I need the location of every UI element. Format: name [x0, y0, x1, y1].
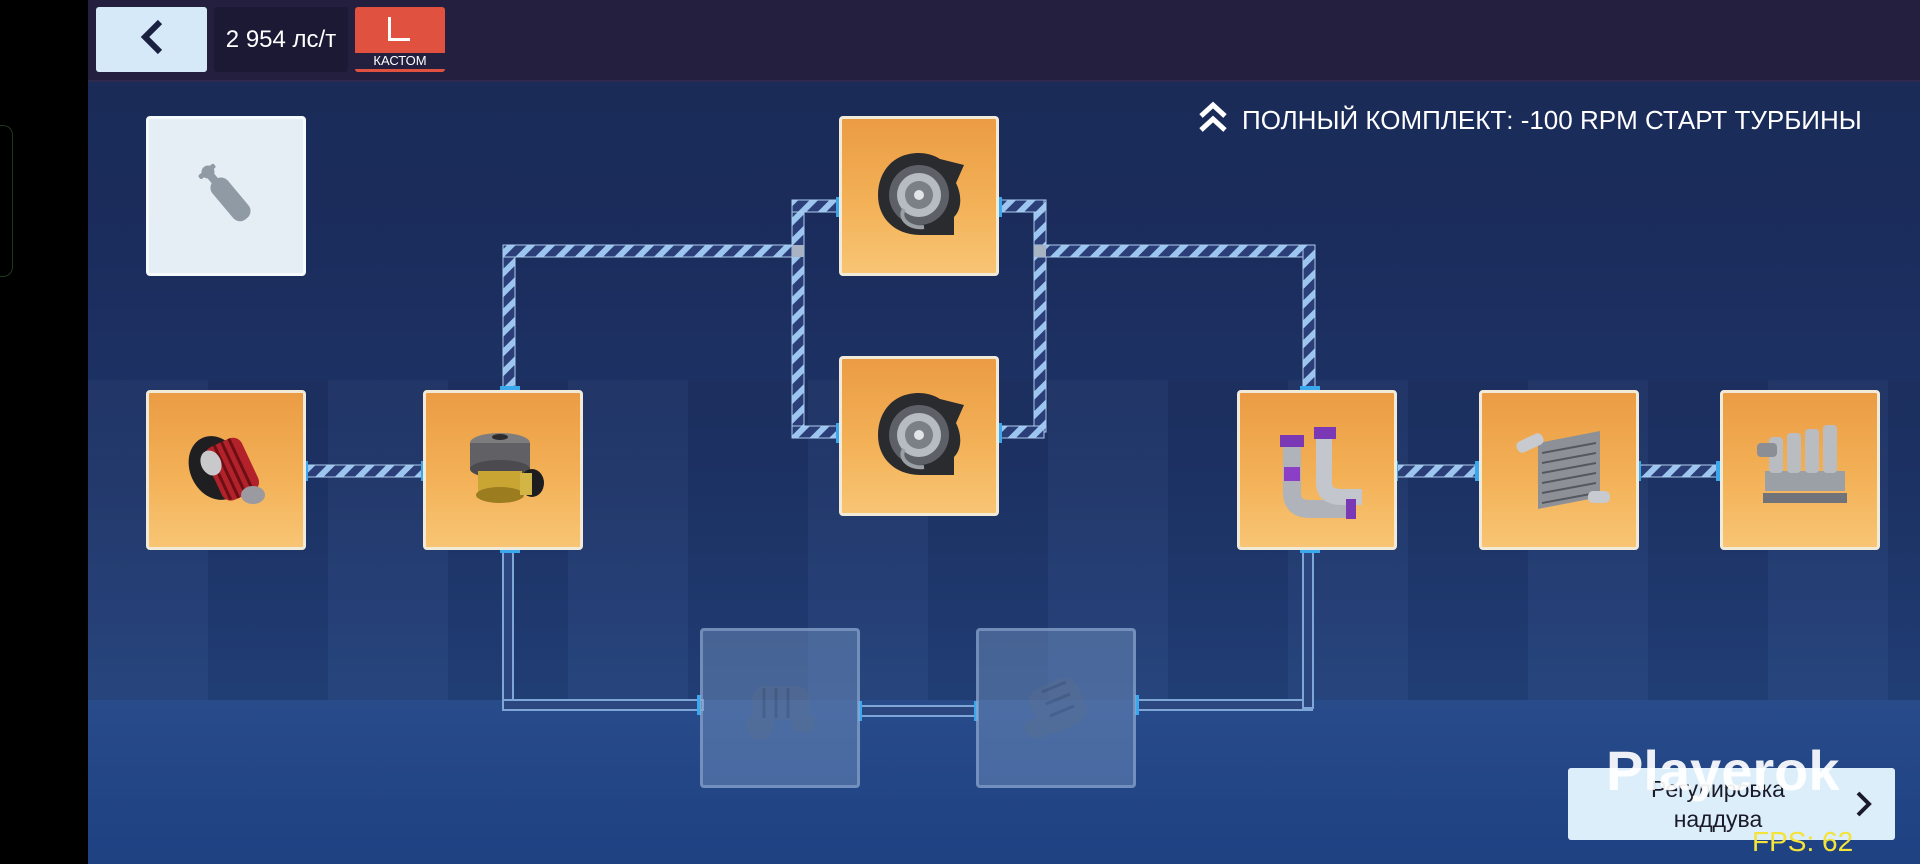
turbocharger-icon	[864, 379, 974, 494]
pipe-filter-bov	[304, 464, 426, 478]
joint-cooler-right	[1637, 461, 1641, 481]
blow-off-valve-icon	[448, 413, 558, 528]
back-button[interactable]	[96, 7, 207, 72]
pipe-right-down	[1302, 244, 1316, 391]
power-to-weight: 2 954 лс/т	[214, 7, 348, 72]
pipe-bottom-left-down	[502, 547, 514, 709]
pipe-split-right-top	[997, 199, 1045, 213]
set-bonus-text: ПОЛНЫЙ КОМПЛЕКТ: -100 RPM СТАРТ ТУРБИНЫ	[1242, 104, 1862, 135]
pipe-split-left-bottom	[791, 425, 843, 439]
double-chevron-up-icon	[1198, 101, 1228, 140]
intake-pipe-icon	[1262, 413, 1372, 528]
joint-intake-top	[1300, 386, 1320, 391]
pipe-top-left	[502, 244, 794, 258]
supercharger-icon	[730, 656, 830, 761]
joint-turbo1-left	[836, 197, 840, 217]
pipe-bottom-right-down	[1302, 547, 1314, 709]
pipe-split-left-top	[791, 199, 843, 213]
chevron-right-icon	[1855, 790, 1873, 823]
joint-filter	[304, 461, 308, 481]
intercooler-icon	[1504, 413, 1614, 528]
pipe-cooler-manifold	[1636, 464, 1720, 478]
part-slot-supercharger-2[interactable]	[976, 628, 1136, 788]
nitrous-bottle-icon	[186, 154, 266, 239]
custom-label: КАСТОМ	[355, 53, 445, 69]
supercharger-icon	[1006, 656, 1106, 761]
joint-turbo2-left	[836, 423, 840, 443]
chevron-left-icon	[140, 19, 164, 60]
pipe-bottom-left	[502, 699, 704, 711]
joint-turbo1-right	[998, 197, 1002, 217]
pipe-bottom-mid	[859, 705, 977, 717]
power-unit: лс/т	[292, 25, 337, 53]
watermark: Playerok	[1606, 739, 1840, 802]
custom-icon	[388, 17, 410, 41]
part-slot-intake-manifold[interactable]	[1720, 390, 1880, 550]
pipe-split-left	[791, 199, 805, 433]
part-slot-nitrous[interactable]	[146, 116, 306, 276]
joint-sc1-right	[858, 701, 862, 721]
custom-badge[interactable]: КАСТОМ	[355, 7, 445, 72]
pipe-split-right-bottom	[997, 425, 1045, 439]
turbocharger-icon	[864, 139, 974, 254]
joint-bov-bottom	[500, 548, 520, 553]
boost-adjust-label: Регулировка наддува	[1608, 774, 1828, 834]
left-black-bar	[0, 0, 88, 864]
boost-adjust-button[interactable]: Регулировка наддува	[1568, 768, 1895, 840]
air-filter-icon	[171, 413, 281, 528]
part-slot-turbocharger-1[interactable]	[839, 116, 999, 276]
part-slot-intercooler[interactable]	[1479, 390, 1639, 550]
part-slot-intake-pipe[interactable]	[1237, 390, 1397, 550]
joint-sc2-right	[1135, 695, 1139, 715]
joint-intake-bottom	[1300, 548, 1320, 553]
power-value: 2 954	[225, 25, 286, 53]
joint-manifold-left	[1716, 461, 1720, 481]
intake-manifold-icon	[1745, 413, 1855, 528]
part-slot-supercharger-1[interactable]	[700, 628, 860, 788]
pipe-top-right	[1033, 244, 1315, 258]
part-slot-air-filter[interactable]	[146, 390, 306, 550]
joint-sc1-left	[697, 695, 701, 715]
pipe-split-right	[1033, 199, 1047, 433]
boost-adjust-line1: Регулировка	[1651, 776, 1785, 802]
part-slot-blow-off-valve[interactable]	[423, 390, 583, 550]
joint-turbo2-right	[998, 423, 1002, 443]
set-bonus: ПОЛНЫЙ КОМПЛЕКТ: -100 RPM СТАРТ ТУРБИНЫ	[1198, 100, 1862, 140]
pipe-bottom-right	[1135, 699, 1313, 711]
pipe-intake-cooler	[1394, 464, 1478, 478]
pipe-bov-up	[502, 244, 516, 391]
joint-bov-top	[500, 386, 520, 391]
joint-cooler-left	[1475, 461, 1479, 481]
part-slot-turbocharger-2[interactable]	[839, 356, 999, 516]
boost-adjust-line2: наддува	[1673, 806, 1763, 832]
fps-counter: FPS: 62	[1752, 826, 1854, 857]
